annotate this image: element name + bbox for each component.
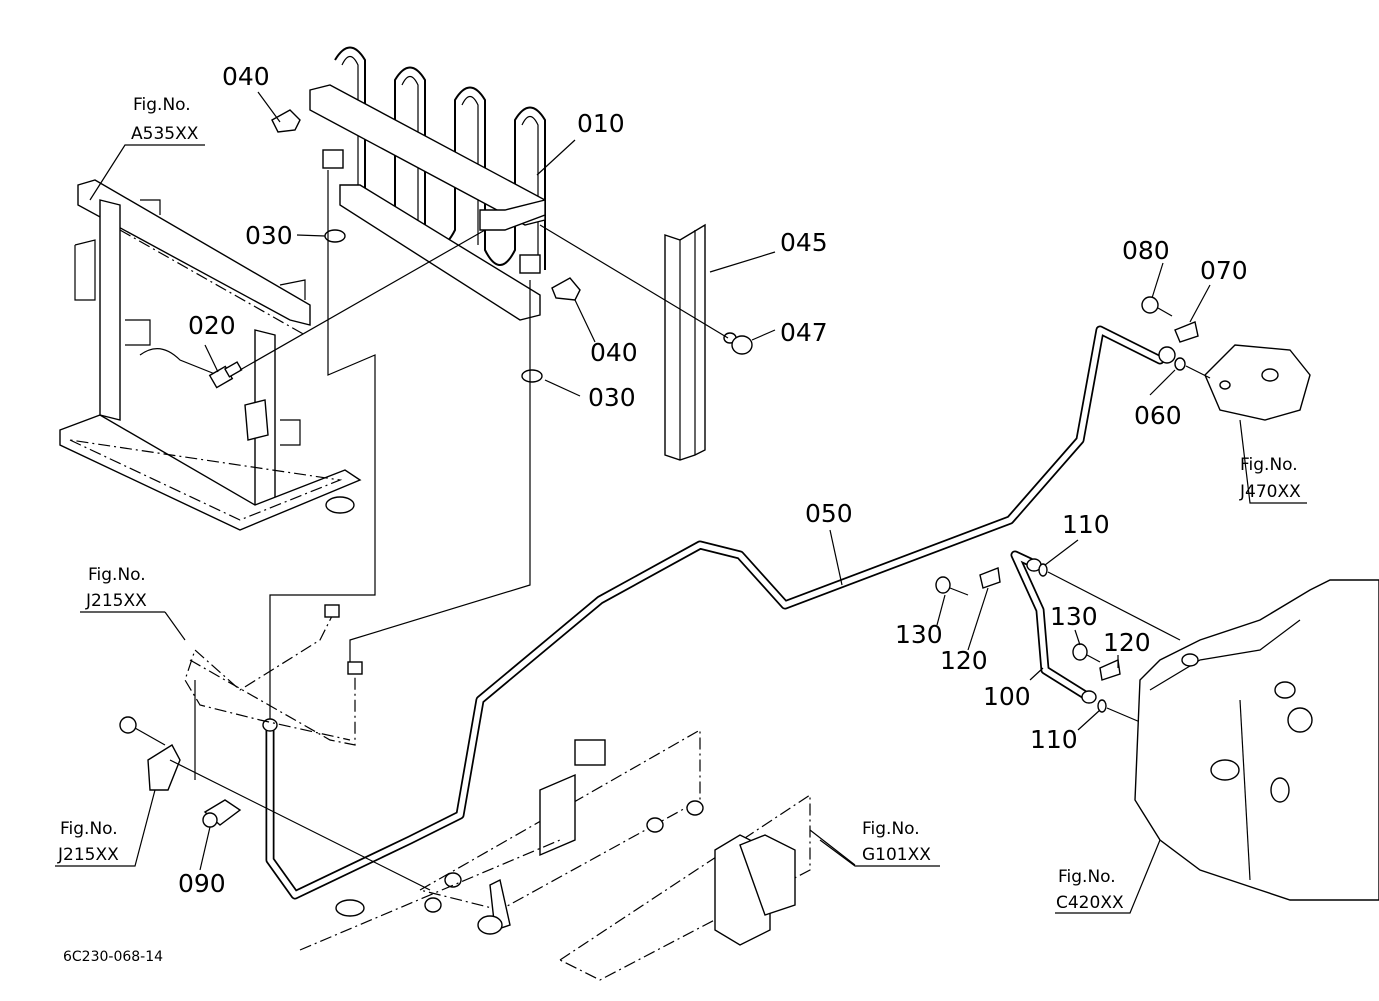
valve-block-j470	[1204, 344, 1311, 421]
clamp-120-right	[1099, 658, 1121, 681]
part-label-060: 060	[1134, 401, 1182, 430]
part-label-045: 045	[780, 228, 828, 257]
part-label-100: 100	[983, 682, 1031, 711]
part-label-120-right: 120	[1103, 628, 1151, 657]
bracket-045	[664, 223, 706, 461]
part-label-070: 070	[1200, 256, 1248, 285]
drawing-id: 6C230-068-14	[63, 949, 163, 965]
leader-110-housing-lower	[1106, 707, 1141, 723]
fig-ref-j215-upper-code: J215XX	[85, 591, 147, 611]
part-label-130-left: 130	[895, 620, 943, 649]
part-label-110-upper: 110	[1062, 510, 1110, 539]
part-label-020: 020	[188, 311, 236, 340]
figure-ref-underlines	[55, 144, 1307, 914]
pipe-050	[262, 325, 1176, 900]
fig-ref-j215-lower-prefix: Fig.No.	[60, 819, 118, 839]
leader-110-housing	[1047, 571, 1181, 641]
frame-bracket-assembly	[59, 179, 362, 531]
clip-040-upper	[271, 109, 301, 133]
o-ring-110-lower	[1097, 699, 1107, 713]
part-label-090: 090	[178, 869, 226, 898]
fig-ref-g101-code: G101XX	[862, 845, 931, 865]
transmission-housing-c420	[1134, 579, 1379, 901]
o-ring-030-lower	[521, 369, 543, 383]
fig-ref-j470-code: J470XX	[1239, 482, 1301, 502]
part-label-080: 080	[1122, 236, 1170, 265]
bolt-130-left	[935, 576, 969, 596]
frame-g101	[299, 728, 856, 981]
fig-ref-c420-code: C420XX	[1056, 893, 1124, 913]
part-label-130-right: 130	[1050, 602, 1098, 631]
fig-ref-j215-upper-prefix: Fig.No.	[88, 565, 146, 585]
o-ring-060	[1174, 357, 1186, 371]
fig-ref-a535-code: A535XX	[131, 124, 199, 144]
part-label-010: 010	[577, 109, 625, 138]
oil-cooler-010	[309, 46, 546, 321]
part-label-030-upper: 030	[245, 221, 293, 250]
fig-ref-a535-prefix: Fig.No.	[133, 95, 191, 115]
leader-lines	[199, 91, 1211, 871]
fig-ref-c420-prefix: Fig.No.	[1058, 867, 1116, 887]
fig-ref-j215-lower-code: J215XX	[57, 845, 119, 865]
part-label-120-left: 120	[940, 646, 988, 675]
clip-040-lower	[551, 277, 581, 301]
bolt-080	[1141, 296, 1173, 317]
clamp-120-left	[979, 567, 1001, 589]
part-label-040-upper: 040	[222, 62, 270, 91]
pipe-100	[1010, 550, 1097, 704]
part-label-110-lower: 110	[1030, 725, 1078, 754]
part-label-050: 050	[805, 499, 853, 528]
clamp-j215	[119, 716, 431, 891]
part-label-040-lower: 040	[590, 338, 638, 367]
exploded-lines-top	[239, 170, 729, 725]
o-ring-110-upper	[1038, 563, 1048, 577]
fig-ref-j470-prefix: Fig.No.	[1240, 455, 1298, 475]
bolt-047	[723, 332, 753, 355]
clamp-070	[1174, 321, 1199, 343]
part-label-030-lower: 030	[588, 383, 636, 412]
leader-060-valve	[1185, 365, 1211, 379]
part-label-047: 047	[780, 318, 828, 347]
fig-ref-g101-prefix: Fig.No.	[862, 819, 920, 839]
sleeve-090	[202, 799, 242, 828]
hose-j215-reference	[184, 604, 363, 780]
bolt-130-right	[1072, 643, 1101, 663]
